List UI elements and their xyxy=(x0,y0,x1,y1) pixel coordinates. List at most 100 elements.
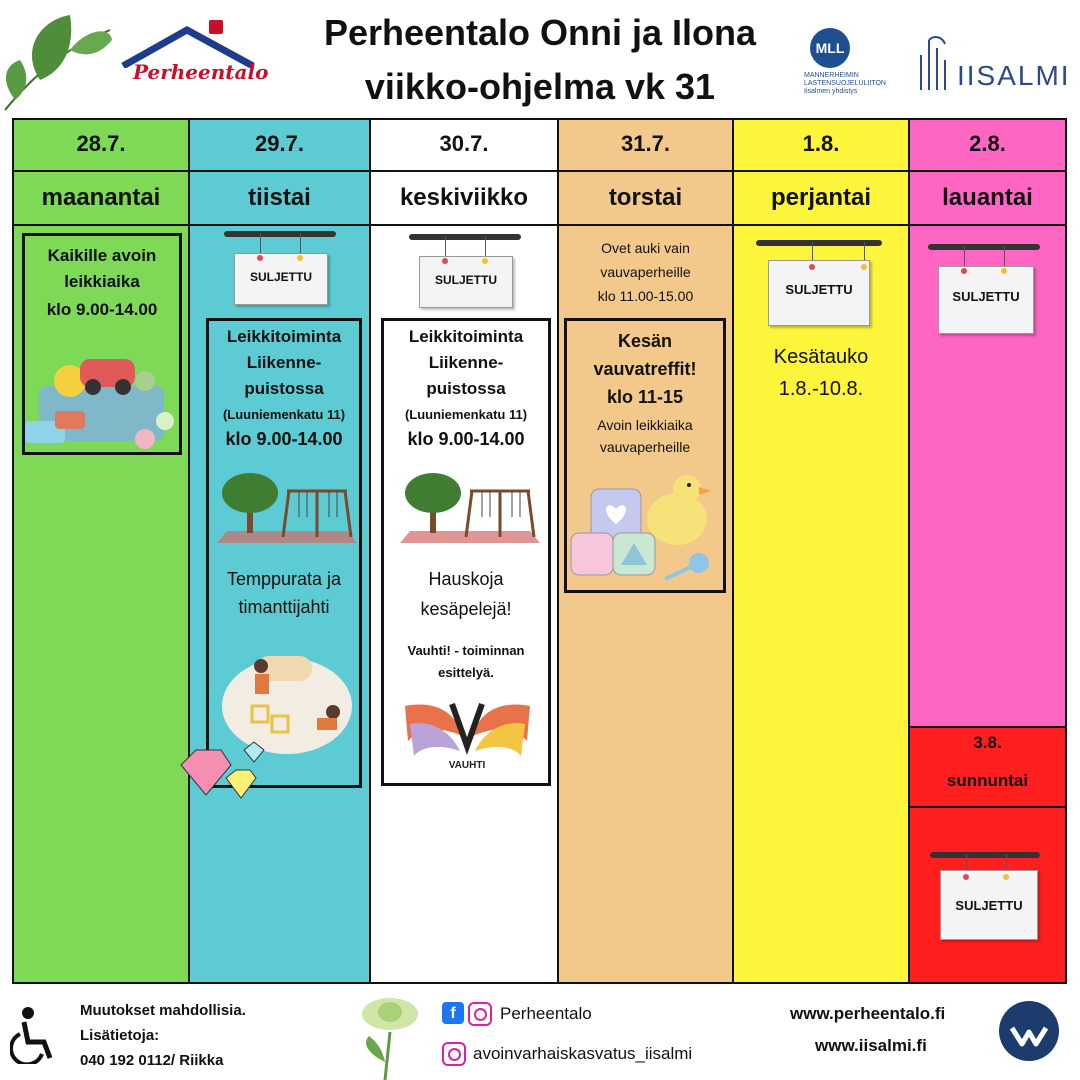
event-line: leikkiaika xyxy=(64,272,140,291)
day-date: 29.7. xyxy=(190,120,369,172)
day-column-thursday: 31.7. torstai Ovet auki vain vauvaperhei… xyxy=(557,118,734,984)
sign-pin xyxy=(297,255,303,261)
day-name: tiistai xyxy=(190,172,369,226)
day-name: perjantai xyxy=(734,172,908,226)
closed-sign-label: SULJETTU xyxy=(234,253,328,305)
footer-info-label: Lisätietoja: xyxy=(80,1027,160,1044)
sign-pin xyxy=(1001,268,1007,274)
event-time: klo 9.00-14.00 xyxy=(407,429,525,449)
closed-sign-label: SULJETTU xyxy=(768,260,870,326)
closed-sign-label: SULJETTU xyxy=(940,870,1038,940)
closed-sign-label: SULJETTU xyxy=(938,266,1034,334)
house-roof-icon xyxy=(121,20,255,68)
website-iisalmi-link[interactable]: www.iisalmi.fi xyxy=(815,1036,927,1055)
sign-pin xyxy=(961,268,967,274)
vauhti-logo-text: VAUHTI xyxy=(449,760,486,771)
mll-logo-subtitle: MANNERHEIMIN LASTENSUOJELULIITON Iisalme… xyxy=(804,72,886,95)
event-line: Liikenne- xyxy=(246,353,322,372)
closed-sign-label: SULJETTU xyxy=(419,256,513,308)
mll-logo: MLL MANNERHEIMIN LASTENSUOJELULIITON Iis… xyxy=(800,28,900,98)
day-date: 30.7. xyxy=(371,120,557,172)
event-address: (Luuniemenkatu 11) xyxy=(404,407,528,422)
iisalmi-logo-text: IISALMI xyxy=(957,60,1071,91)
closed-sign: SULJETTU xyxy=(756,240,882,330)
event-line: Kaikille avoin xyxy=(47,246,157,265)
vauhti-logo: VAUHTI xyxy=(405,702,530,771)
day-column-tuesday: 29.7. tiistai SULJETTU Leikkitoiminta Li… xyxy=(180,118,371,984)
event-box: Leikkitoiminta Liikenne- puistossa (Luun… xyxy=(381,318,551,786)
page-title: Perheentalo Onni ja Ilona xyxy=(323,12,757,53)
event-line: Temppurata ja xyxy=(226,569,342,589)
day-column-saturday: 2.8. lauantai SULJETTU xyxy=(908,118,1067,728)
website-perheentalo-link[interactable]: www.perheentalo.fi xyxy=(790,1004,946,1023)
diamond-icon xyxy=(180,741,265,799)
day-column-sunday: 3.8. sunnuntai SULJETTU xyxy=(908,726,1067,984)
closed-sign: SULJETTU xyxy=(409,234,521,314)
event-line: vauvatreffit! xyxy=(593,359,697,379)
obstacle-course-illustration xyxy=(222,656,352,754)
event-box: Kesän vauvatreffit! klo 11-15 Avoin leik… xyxy=(564,318,726,593)
perheentalo-logo-text: Perheentalo xyxy=(133,60,269,84)
event-time: klo 9.00-14.00 xyxy=(46,300,158,319)
day-date: 3.8. xyxy=(973,733,1002,752)
event-note: klo 11.00-15.00 xyxy=(597,288,694,304)
footer-phone: 040 192 0112/ Riikka xyxy=(80,1052,224,1069)
event-note: vauvaperheille xyxy=(600,264,691,280)
sunday-header: 3.8. sunnuntai xyxy=(910,728,1065,808)
social-perheentalo-link[interactable]: Perheentalo xyxy=(500,1004,592,1023)
closed-sign: SULJETTU xyxy=(224,231,336,311)
day-column-monday: 28.7. maanantai Kaikille avoin leikkiaik… xyxy=(12,118,190,984)
event-line: 1.8.-10.8. xyxy=(778,378,864,400)
day-name: sunnuntai xyxy=(946,771,1029,790)
event-box: Leikkitoiminta Liikenne- puistossa (Luun… xyxy=(206,318,362,788)
event-line: Vauhti! - toiminnan xyxy=(407,643,525,658)
iisalmi-logo: IISALMI xyxy=(915,30,1069,100)
event-line: Avoin leikkiaika xyxy=(597,417,693,433)
social-instagram-link[interactable]: avoinvarhaiskasvatus_iisalmi xyxy=(473,1044,693,1063)
sign-pin xyxy=(482,258,488,264)
event-line: Hauskoja xyxy=(428,569,504,589)
event-address: (Luuniemenkatu 11) xyxy=(222,407,346,422)
day-name: keskiviikko xyxy=(371,172,557,226)
day-name: torstai xyxy=(559,172,732,226)
sign-pin xyxy=(809,264,815,270)
sign-pin xyxy=(442,258,448,264)
event-line: puistossa xyxy=(244,379,324,398)
event-line: Leikkitoiminta xyxy=(408,327,524,346)
day-date: 2.8. xyxy=(910,120,1065,172)
footer-changes: Muutokset mahdollisia. xyxy=(80,1002,246,1019)
instagram-icon[interactable] xyxy=(442,1042,466,1066)
day-date: 31.7. xyxy=(559,120,732,172)
closed-sign: SULJETTU xyxy=(928,244,1040,334)
event-line: esittelyä. xyxy=(438,665,494,680)
sign-pin xyxy=(963,874,969,880)
day-column-friday: 1.8. perjantai SULJETTU Kesätauko 1.8.-1… xyxy=(732,118,910,984)
day-name: maanantai xyxy=(14,172,188,226)
flower-decoration xyxy=(362,998,418,1080)
day-date: 28.7. xyxy=(14,120,188,172)
leaf-decoration xyxy=(4,15,112,111)
event-box: Kaikille avoin leikkiaika klo 9.00-14.00 xyxy=(22,233,182,455)
playground-illustration xyxy=(217,473,357,543)
closed-sign: SULJETTU xyxy=(930,852,1040,942)
page-subtitle: viikko-ohjelma vk 31 xyxy=(364,66,716,107)
day-column-wednesday: 30.7. keskiviikko SULJETTU Leikkitoimint… xyxy=(369,118,559,984)
event-line: Leikkitoiminta xyxy=(226,327,342,346)
event-line: Liikenne- xyxy=(428,353,504,372)
wheelchair-icon xyxy=(10,1007,53,1064)
instagram-icon[interactable] xyxy=(468,1002,492,1026)
footer: Muutokset mahdollisia. Lisätietoja: 040 … xyxy=(0,990,1080,1080)
event-note: Ovet auki vain xyxy=(601,240,690,256)
day-date: 1.8. xyxy=(734,120,908,172)
sign-pin xyxy=(861,264,867,270)
event-line: kesäpelejä! xyxy=(420,599,512,619)
event-time: klo 11-15 xyxy=(606,387,684,407)
supported-by-emblem-icon xyxy=(999,1001,1059,1061)
event-time: klo 9.00-14.00 xyxy=(225,429,343,449)
sign-pin xyxy=(1003,874,1009,880)
iisalmi-emblem-icon xyxy=(920,36,946,90)
facebook-icon[interactable]: f xyxy=(442,1002,464,1024)
mll-logo-badge: MLL xyxy=(810,28,850,68)
playground-illustration xyxy=(400,473,540,543)
day-name: lauantai xyxy=(910,172,1065,226)
